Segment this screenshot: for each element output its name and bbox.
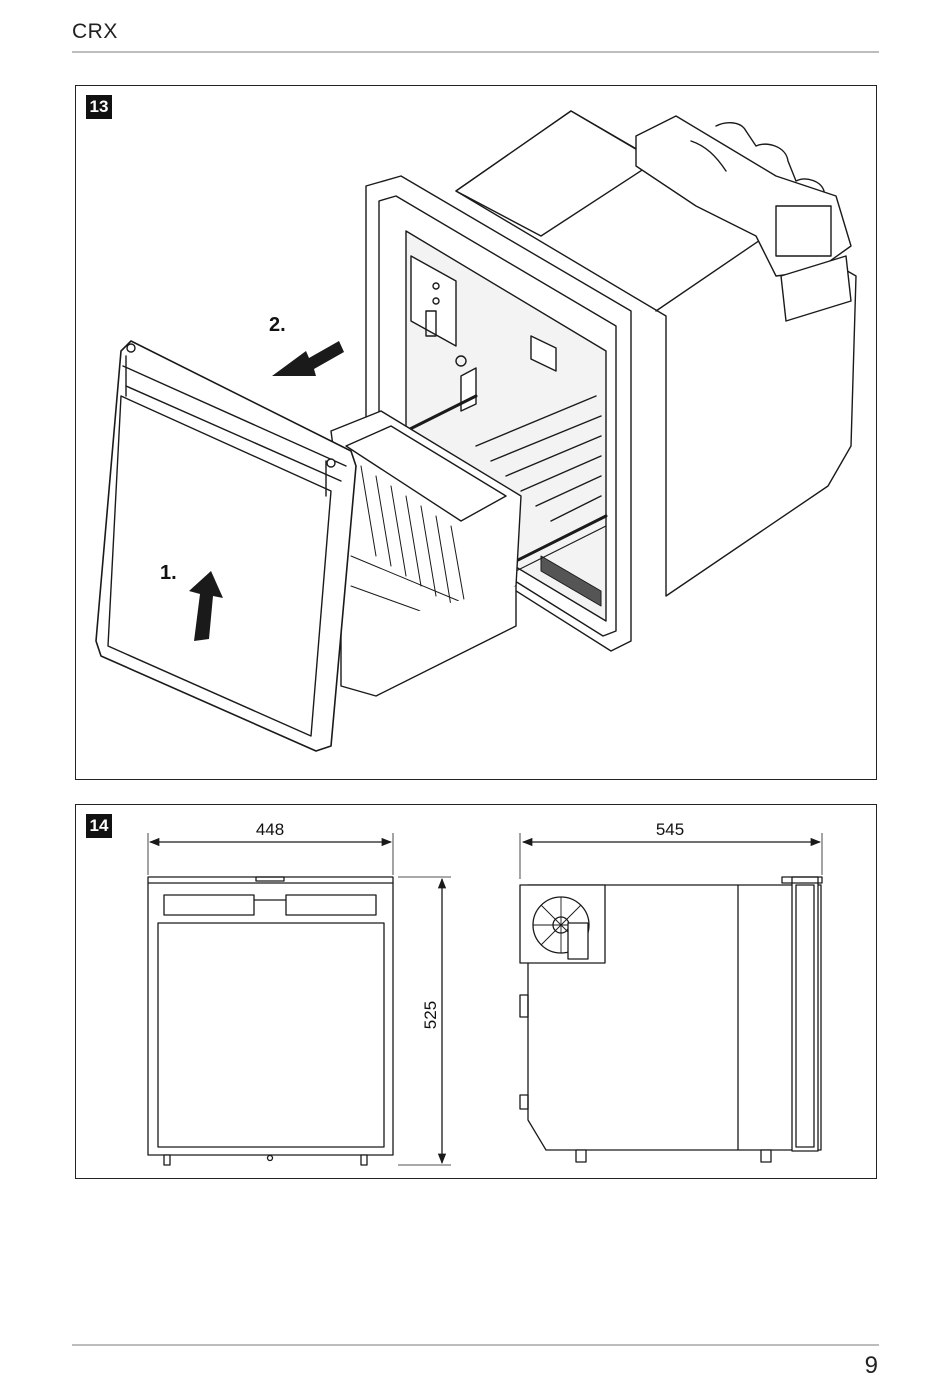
arrow-left-icon [272,341,344,376]
height-dimension-label: 525 [421,1001,440,1029]
side-view [520,877,822,1162]
width-dimension-label: 448 [256,820,284,839]
figure-number-badge: 14 [86,814,112,838]
figure-13: 1. 2. 13 [75,85,877,780]
footer-rule [72,1344,879,1346]
depth-dimension-label: 545 [656,820,684,839]
figure-14: 448 525 545 14 [75,804,877,1179]
document-title: CRX [72,20,118,44]
step-1-label: 1. [160,562,177,584]
dimension-drawings: 448 525 545 [76,805,878,1180]
header-rule [72,51,879,53]
figure-number-badge: 13 [86,95,112,119]
drawer-removal-illustration: 1. 2. [76,86,878,781]
page-number: 9 [865,1352,878,1380]
step-2-label: 2. [269,314,286,336]
front-view [148,877,393,1165]
